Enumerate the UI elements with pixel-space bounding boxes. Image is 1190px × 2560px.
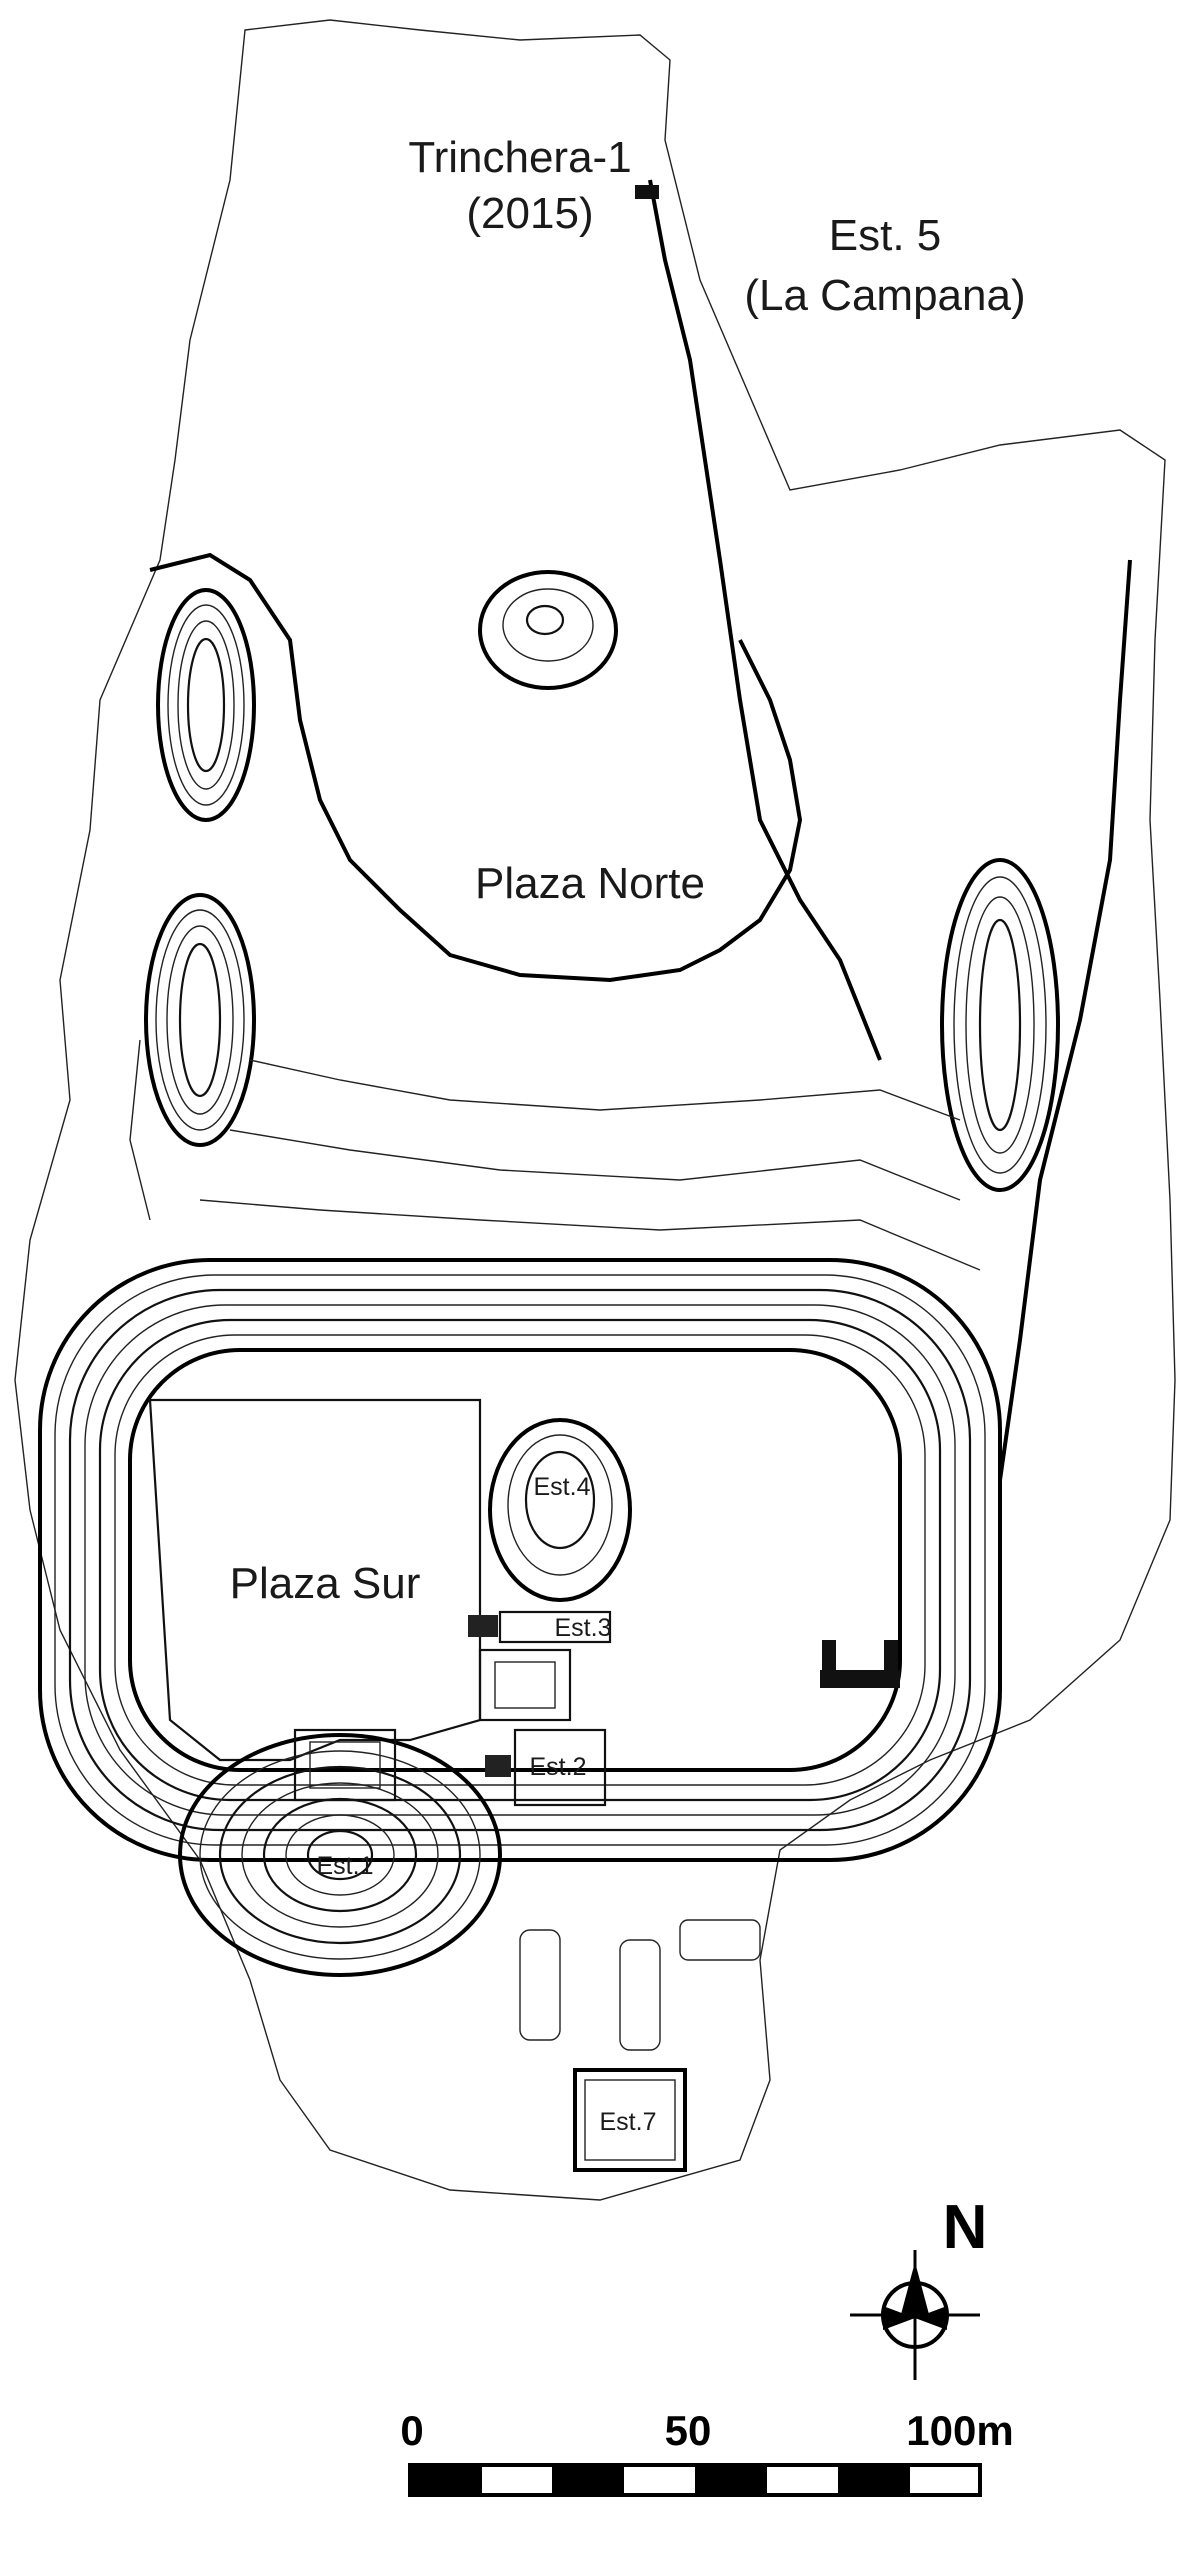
north-mound-outer <box>478 570 618 690</box>
label-est3: Est.3 <box>555 1614 612 1642</box>
major-contour-east <box>648 179 882 1061</box>
label-est1: Est.1 <box>317 1852 374 1880</box>
label-plaza-sur: Plaza Sur <box>230 1559 421 1608</box>
label-est4: Est.4 <box>534 1473 591 1501</box>
acropolis-platform <box>38 1258 1002 1862</box>
north-mound-inner <box>525 604 565 636</box>
north-arrow: N <box>850 2193 987 2380</box>
est1-mound <box>178 1733 502 1977</box>
label-trench: Trinchera-1 <box>408 133 631 182</box>
plaza-sur-area <box>148 1398 482 1762</box>
trench-marker <box>635 185 659 199</box>
west-mound-north <box>156 588 256 822</box>
scale-tick-100: 100m <box>906 2407 1013 2454</box>
north-arrow-letter: N <box>943 2193 988 2262</box>
label-est5-name: (La Campana) <box>744 271 1025 320</box>
south-causeways <box>519 1919 761 2051</box>
label-est7: Est.7 <box>600 2108 657 2136</box>
mid-contours <box>129 1039 981 1271</box>
west-mound-south <box>144 893 256 1147</box>
est1-staircase <box>293 1728 397 1802</box>
label-trench-year: (2015) <box>466 189 593 238</box>
east-small-structure <box>820 1640 900 1688</box>
est3-structure <box>468 1610 612 1644</box>
est7-structure <box>573 2068 687 2172</box>
east-mound <box>940 858 1060 1192</box>
label-est2: Est.2 <box>530 1753 587 1781</box>
est2-structure <box>478 1648 607 1807</box>
est4-mound <box>488 1418 632 1602</box>
north-mound-mid <box>502 588 594 662</box>
plaza-norte-boundary <box>149 552 803 983</box>
scale-bar: 0 50 100m <box>400 2407 1014 2497</box>
scale-tick-50: 50 <box>665 2407 712 2454</box>
site-boundary <box>14 19 1176 2201</box>
major-contour-east-2 <box>998 559 1132 1481</box>
label-est5: Est. 5 <box>829 211 942 260</box>
label-plaza-norte: Plaza Norte <box>475 859 705 908</box>
scale-tick-0: 0 <box>400 2407 423 2454</box>
